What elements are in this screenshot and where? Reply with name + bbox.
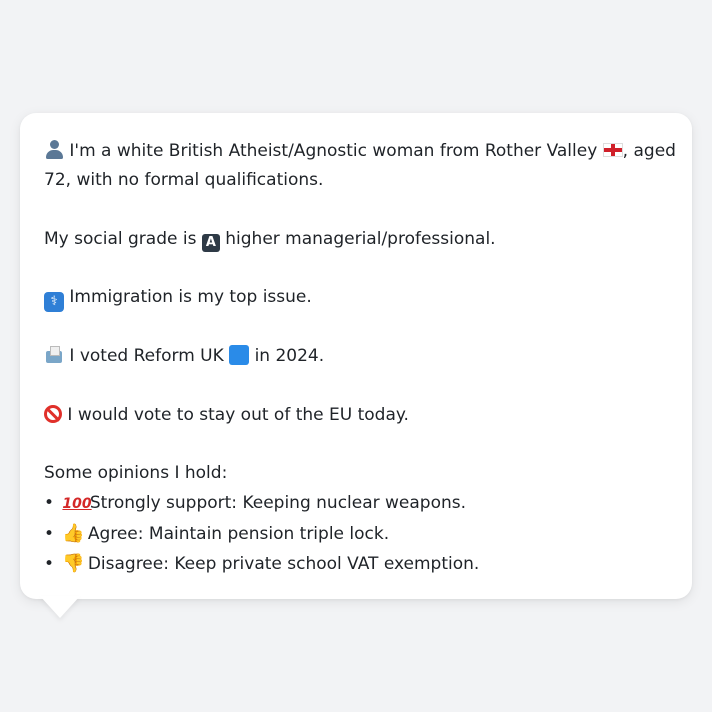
social-grade-value: higher managerial/professional. (225, 228, 496, 249)
no-entry-icon (44, 404, 62, 423)
opinion-text: Strongly support: Keeping nuclear weapon… (89, 492, 467, 513)
opinions-heading: Some opinions I hold: (44, 463, 228, 484)
bullet: • (44, 554, 55, 575)
opinion-item: • 👍 Agree: Maintain pension triple lock. (44, 519, 668, 549)
opinion-text: Disagree: Keep private school VAT exempt… (87, 554, 480, 575)
intro-line-1: I'm a white British Atheist/Agnostic wom… (44, 137, 676, 166)
intro-text: I'm a white British Atheist/Agnostic wom… (69, 141, 598, 161)
intro-age-prefix: , aged (622, 141, 676, 161)
opinion-item: • 100 Strongly support: Keeping nuclear … (44, 489, 668, 519)
opinion-item: • 👎 Disagree: Keep private school VAT ex… (44, 549, 668, 579)
eu-line: I would vote to stay out of the EU today… (44, 401, 668, 430)
thumbs-down-icon: 👎 (62, 553, 85, 575)
social-grade-prefix: My social grade is (44, 228, 197, 249)
england-flag-icon (602, 143, 623, 157)
ballot-box-icon (44, 344, 64, 364)
hundred-points-icon: 100 (62, 495, 92, 512)
eu-stance-text: I would vote to stay out of the EU today… (67, 404, 409, 425)
vote-prefix: I voted Reform UK (69, 346, 224, 367)
person-icon (44, 139, 64, 159)
bullet: • (44, 492, 55, 513)
bullet: • (44, 523, 55, 544)
thumbs-up-icon: 👍 (62, 522, 85, 544)
vote-line: I voted Reform UK in 2024. (44, 342, 668, 371)
grade-a-icon: A (201, 233, 220, 252)
chat-bubble: I'm a white British Atheist/Agnostic wom… (20, 113, 692, 599)
social-grade-line: My social grade is A higher managerial/p… (44, 225, 668, 254)
bubble-tail (40, 596, 80, 618)
intro-line-2: 72, with no formal qualifications. (44, 170, 324, 191)
top-issue-text: Immigration is my top issue. (69, 287, 312, 308)
stethoscope-icon: ⚕ (44, 292, 64, 313)
top-issue-line: ⚕ Immigration is my top issue. (44, 283, 668, 313)
vote-suffix: in 2024. (254, 346, 325, 367)
opinion-text: Agree: Maintain pension triple lock. (87, 523, 390, 544)
blue-square-icon (229, 345, 250, 366)
